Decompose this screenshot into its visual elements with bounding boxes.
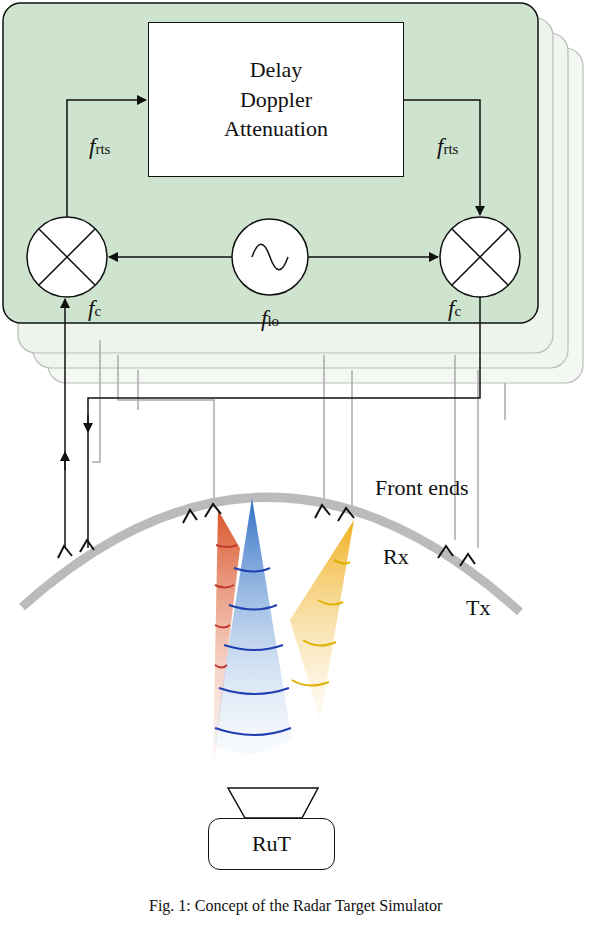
- radar-beams: [213, 498, 354, 760]
- front-end-arc: [22, 497, 520, 612]
- device-box: RuT: [208, 818, 335, 870]
- signal-name: fc: [448, 297, 461, 320]
- part-name: Tx: [466, 597, 490, 619]
- node-text: Delay Doppler Attenuation: [221, 55, 331, 144]
- signal-name: frts: [437, 135, 458, 158]
- part-name: Rx: [383, 546, 409, 568]
- horn-antenna: [228, 788, 318, 818]
- signal-name: fc: [88, 297, 101, 320]
- process-box: Delay Doppler Attenuation: [148, 22, 404, 177]
- node-text: RuT: [252, 829, 291, 859]
- antenna-symbols: [58, 504, 475, 566]
- part-name: Front ends: [375, 477, 469, 499]
- front-panel: [3, 3, 538, 323]
- figure-caption: Fig. 1: Concept of the Radar Target Simu…: [149, 898, 442, 914]
- oscillator-symbol: [232, 219, 308, 295]
- signal-name: frts: [89, 135, 110, 158]
- signal-name: flo: [261, 307, 279, 330]
- mixer-symbol: [27, 217, 107, 297]
- mixer-symbol: [440, 217, 520, 297]
